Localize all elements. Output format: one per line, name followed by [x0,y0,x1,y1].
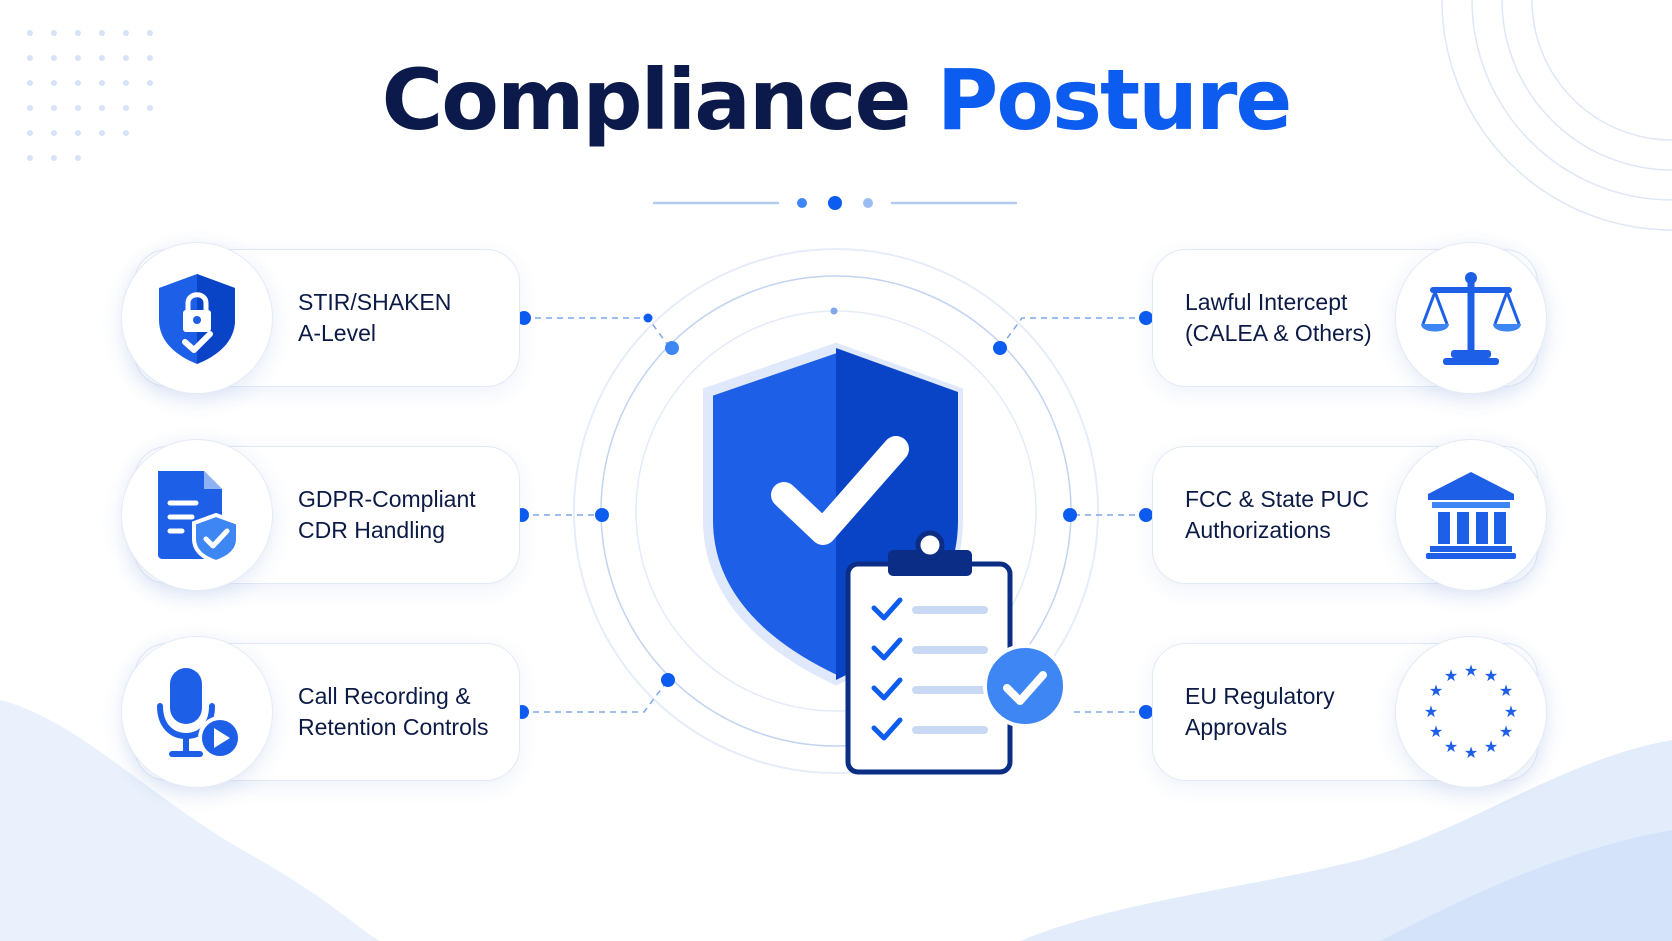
svg-text:★: ★ [1484,666,1498,685]
card-label: STIR/SHAKEN A-Level [298,287,451,349]
card-label: Lawful Intercept (CALEA & Others) [1185,287,1372,349]
card-label-line-1: Call Recording & [298,683,471,709]
document-shield-icon [158,471,240,563]
svg-text:★: ★ [1429,681,1443,700]
wave-bottom-right-inner [1380,830,1672,941]
card-label-line-2: CDR Handling [298,517,446,543]
badge-stir-shaken [121,242,273,394]
check-circle-icon [983,644,1067,728]
page-title: Compliance Posture [0,58,1672,142]
title-part-1: Compliance [381,51,912,149]
card-label-line-2: A-Level [298,320,376,346]
svg-text:★: ★ [1499,681,1513,700]
svg-text:★: ★ [1444,666,1458,685]
card-label: EU Regulatory Approvals [1185,681,1335,743]
badge-call-recording [121,636,273,788]
svg-text:★: ★ [1444,737,1458,756]
connector-dots [515,307,1153,719]
dot-grid-top-left [27,30,153,161]
microphone-play-icon [157,668,242,760]
card-label: Call Recording & Retention Controls [298,681,489,743]
card-label-line-2: (CALEA & Others) [1185,320,1372,346]
clipboard-checklist-icon [845,530,1013,775]
badge-gdpr [121,439,273,591]
svg-text:★: ★ [1464,662,1478,680]
svg-text:★: ★ [1464,743,1478,762]
card-label-line-2: Authorizations [1185,517,1331,543]
card-label-line-1: EU Regulatory [1185,683,1335,709]
badge-eu-approvals: ★ ★ ★ ★ ★ ★ ★ ★ ★ ★ ★ ★ [1395,636,1547,788]
svg-text:★: ★ [1429,722,1443,741]
scales-icon [1421,272,1521,365]
card-label: FCC & State PUC Authorizations [1185,484,1369,546]
badge-lawful-intercept [1395,242,1547,394]
card-label-line-1: Lawful Intercept [1185,289,1348,315]
government-building-icon [1426,472,1516,559]
eu-stars-icon: ★ ★ ★ ★ ★ ★ ★ ★ ★ ★ ★ ★ [1424,662,1518,762]
card-label-line-2: Retention Controls [298,714,489,740]
badge-fcc-puc [1395,439,1547,591]
lock-shield-icon [159,274,235,364]
card-label-line-2: Approvals [1185,714,1288,740]
outer-ring [573,248,1099,774]
card-label-line-1: STIR/SHAKEN [298,289,452,315]
title-divider [652,196,1018,210]
card-label-line-1: FCC & State PUC [1185,486,1370,512]
card-label: GDPR-Compliant CDR Handling [298,484,476,546]
svg-text:★: ★ [1424,702,1438,721]
title-part-2: Posture [936,51,1293,149]
svg-text:★: ★ [1499,722,1513,741]
wave-bottom-left [0,700,380,941]
svg-text:★: ★ [1504,702,1518,721]
card-label-line-1: GDPR-Compliant [298,486,476,512]
svg-text:★: ★ [1484,737,1498,756]
